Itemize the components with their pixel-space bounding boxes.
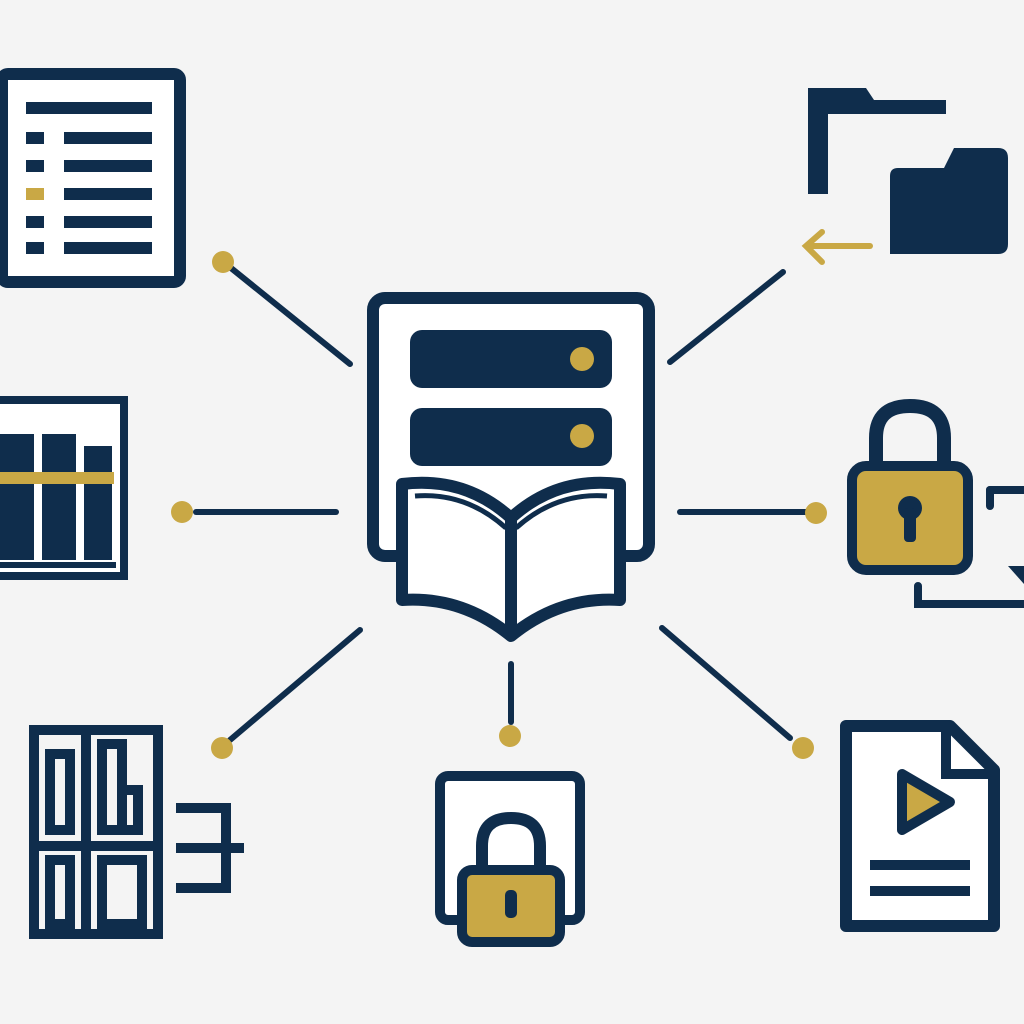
- bookshelf-icon: [0, 396, 128, 580]
- connector-archive-boxes: [227, 627, 363, 743]
- folder-transfer-icon: [801, 88, 1008, 265]
- connector-dot: [805, 502, 827, 524]
- connector-document-list: [223, 261, 353, 367]
- video-file-icon: [840, 720, 1000, 932]
- connector-folders: [667, 269, 786, 365]
- arrow-left-icon: [801, 229, 873, 265]
- archive-cabinet-icon: [29, 725, 244, 939]
- document-list-icon: [0, 68, 186, 288]
- connector-dot: [499, 725, 521, 747]
- server-led-bottom: [570, 424, 594, 448]
- connector-dot: [211, 737, 233, 759]
- server-unit-top: [410, 330, 612, 388]
- server-book-icon: [367, 292, 655, 642]
- locked-file-icon: [435, 771, 585, 947]
- connector-video-file: [659, 625, 793, 741]
- connector-dot: [171, 501, 193, 523]
- server-unit-bottom: [410, 408, 612, 466]
- connector-dots: [171, 251, 827, 759]
- connector-dot: [212, 251, 234, 273]
- connector-dot: [792, 737, 814, 759]
- padlock-sync-icon: [847, 398, 1024, 608]
- connectors: [193, 261, 809, 743]
- server-led-top: [570, 347, 594, 371]
